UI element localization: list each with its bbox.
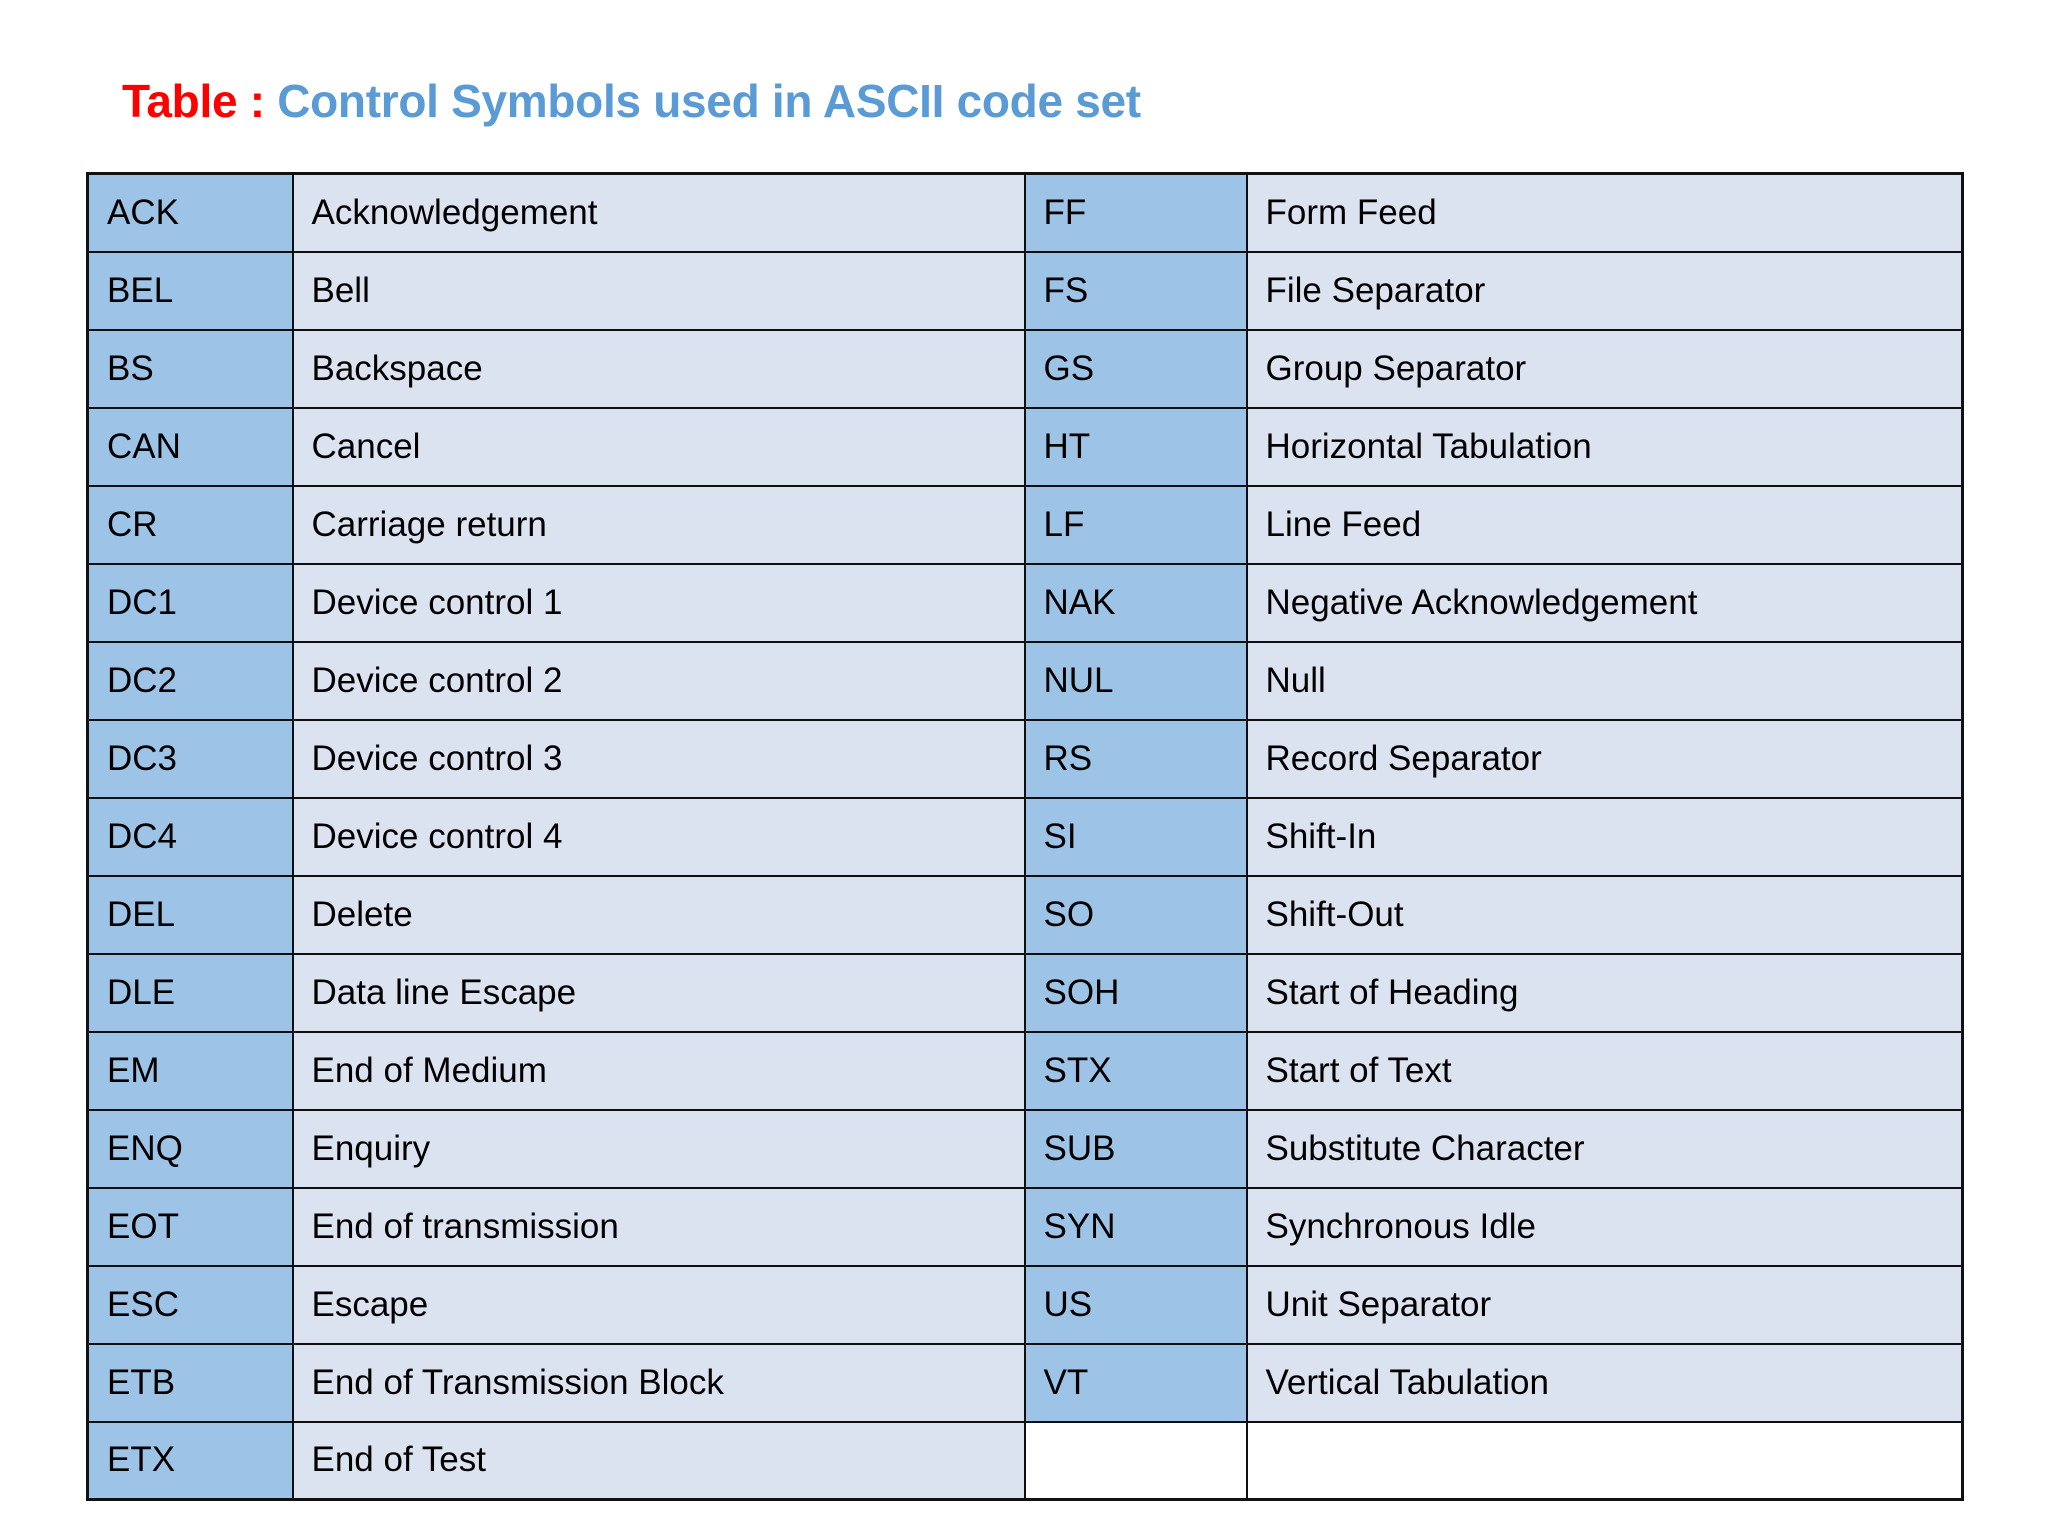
cell-left-description: Enquiry: [291, 1108, 1026, 1189]
cell-left-description: Carriage return: [291, 484, 1026, 565]
cell-right-code: NAK: [1023, 562, 1248, 643]
cell-left-code: ENQ: [86, 1108, 294, 1189]
title-main: Control Symbols used in ASCII code set: [277, 75, 1141, 127]
cell-right-code: SUB: [1023, 1108, 1248, 1189]
cell-left-description: End of Transmission Block: [291, 1342, 1026, 1423]
cell-right-description: Start of Heading: [1245, 952, 1964, 1033]
cell-right-code: SOH: [1023, 952, 1248, 1033]
cell-right-description: Substitute Character: [1245, 1108, 1964, 1189]
cell-left-description: End of Medium: [291, 1030, 1026, 1111]
cell-right-code: STX: [1023, 1030, 1248, 1111]
cell-left-description: Device control 2: [291, 640, 1026, 721]
cell-right-code: SYN: [1023, 1186, 1248, 1267]
cell-right-description: Vertical Tabulation: [1245, 1342, 1964, 1423]
cell-right-description: Group Separator: [1245, 328, 1964, 409]
cell-left-code: EM: [86, 1030, 294, 1111]
cell-right-description: Form Feed: [1245, 172, 1964, 253]
cell-right-code: LF: [1023, 484, 1248, 565]
cell-left-code: ETB: [86, 1342, 294, 1423]
cell-left-code: DC4: [86, 796, 294, 877]
cell-left-description: End of transmission: [291, 1186, 1026, 1267]
title-label: Table :: [122, 75, 265, 127]
cell-left-code: DC2: [86, 640, 294, 721]
cell-right-description: Line Feed: [1245, 484, 1964, 565]
cell-right-description: [1245, 1420, 1964, 1501]
page-title: Table : Control Symbols used in ASCII co…: [122, 78, 1141, 124]
cell-left-code: ESC: [86, 1264, 294, 1345]
cell-right-description: Null: [1245, 640, 1964, 721]
cell-right-code: NUL: [1023, 640, 1248, 721]
cell-right-code: SI: [1023, 796, 1248, 877]
cell-left-code: BS: [86, 328, 294, 409]
cell-right-description: Shift-In: [1245, 796, 1964, 877]
cell-left-description: Cancel: [291, 406, 1026, 487]
cell-left-code: EOT: [86, 1186, 294, 1267]
cell-left-description: Data line Escape: [291, 952, 1026, 1033]
cell-right-description: Start of Text: [1245, 1030, 1964, 1111]
cell-right-code: US: [1023, 1264, 1248, 1345]
cell-right-code: VT: [1023, 1342, 1248, 1423]
cell-right-description: Negative Acknowledgement: [1245, 562, 1964, 643]
cell-right-code: GS: [1023, 328, 1248, 409]
cell-right-code: FF: [1023, 172, 1248, 253]
cell-right-code: [1023, 1420, 1248, 1501]
cell-left-description: Device control 1: [291, 562, 1026, 643]
cell-right-code: SO: [1023, 874, 1248, 955]
cell-right-description: Synchronous Idle: [1245, 1186, 1964, 1267]
cell-right-description: Unit Separator: [1245, 1264, 1964, 1345]
cell-left-code: DC3: [86, 718, 294, 799]
cell-left-description: Device control 4: [291, 796, 1026, 877]
cell-right-description: Horizontal Tabulation: [1245, 406, 1964, 487]
cell-left-code: ACK: [86, 172, 294, 253]
cell-right-code: HT: [1023, 406, 1248, 487]
cell-right-code: FS: [1023, 250, 1248, 331]
cell-left-description: Bell: [291, 250, 1026, 331]
cell-left-description: End of Test: [291, 1420, 1026, 1501]
cell-left-code: CR: [86, 484, 294, 565]
cell-left-code: DC1: [86, 562, 294, 643]
cell-left-description: Delete: [291, 874, 1026, 955]
cell-right-description: Record Separator: [1245, 718, 1964, 799]
cell-right-code: RS: [1023, 718, 1248, 799]
cell-right-description: File Separator: [1245, 250, 1964, 331]
cell-left-description: Device control 3: [291, 718, 1026, 799]
cell-right-description: Shift-Out: [1245, 874, 1964, 955]
cell-left-description: Escape: [291, 1264, 1026, 1345]
cell-left-code: BEL: [86, 250, 294, 331]
cell-left-code: DLE: [86, 952, 294, 1033]
cell-left-code: CAN: [86, 406, 294, 487]
cell-left-code: DEL: [86, 874, 294, 955]
cell-left-description: Backspace: [291, 328, 1026, 409]
cell-left-description: Acknowledgement: [291, 172, 1026, 253]
cell-left-code: ETX: [86, 1420, 294, 1501]
